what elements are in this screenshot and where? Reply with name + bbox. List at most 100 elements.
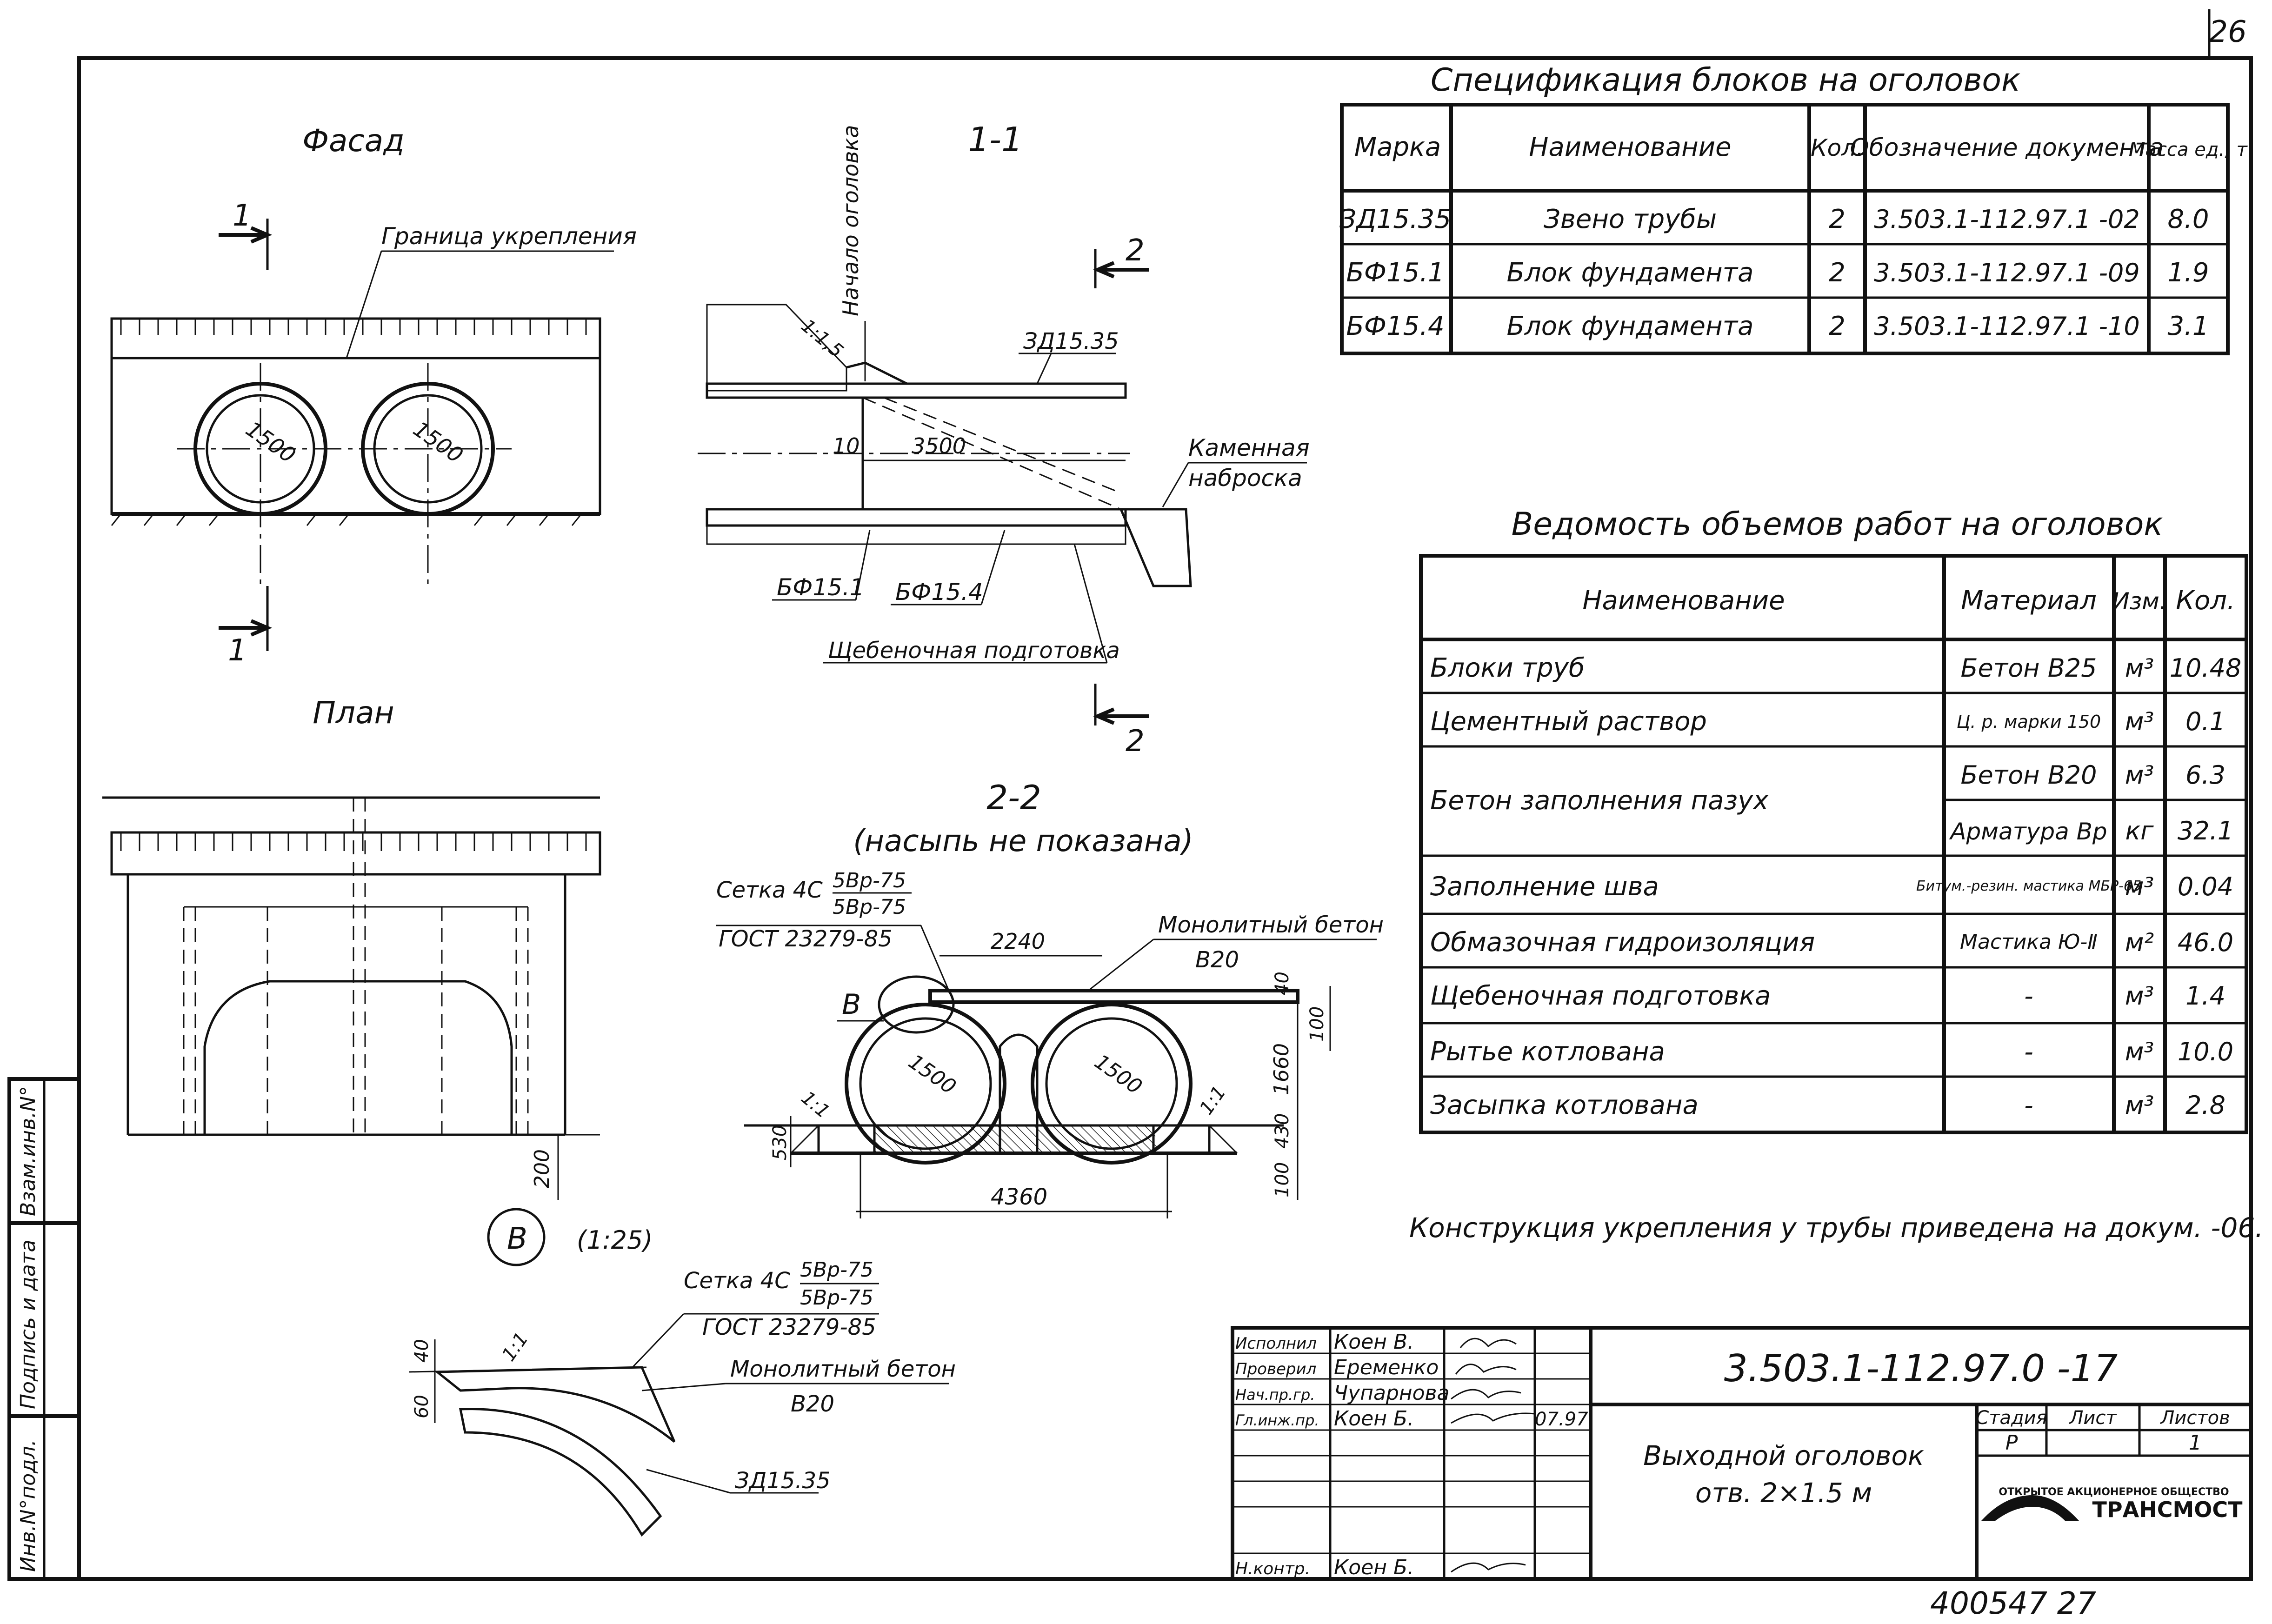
- dim-len: 3500: [912, 433, 966, 459]
- stamp-vzam: Взам.инв.N°: [16, 1086, 40, 1216]
- inventory-number: 400547 27: [1930, 1585, 2096, 1621]
- tb-name-2: Еременко: [1334, 1356, 1439, 1379]
- spec-h-mass: Масса ед., т: [2129, 139, 2248, 160]
- works-r3-name: Бетон заполнения пазух: [1430, 785, 1769, 816]
- works-title: Ведомость объемов работ на оголовок: [1512, 506, 2163, 543]
- works-r5-name: Заполнение шва: [1430, 872, 1659, 902]
- doc-code: 3.503.1-112.97.0 -17: [1724, 1347, 2118, 1390]
- slope-left: 1:1: [797, 1087, 834, 1123]
- detail-dim-40: 40: [411, 1339, 433, 1363]
- start-label: Начало оголовка: [838, 125, 863, 316]
- section-mark-2-bottom: 2: [1126, 724, 1145, 759]
- works-r8-unit: м³: [2125, 1037, 2154, 1066]
- title-block: Исполнил Коен В. Проверил Еременко Нач.п…: [1231, 1326, 2253, 1581]
- facade-pipe-dim-left: 1500: [241, 416, 300, 468]
- signature-1: [1459, 1338, 1517, 1348]
- plan-view: План 200: [102, 695, 601, 1200]
- tb-role-1: Исполнил: [1235, 1334, 1317, 1353]
- mesh-num: 5Вр-75: [833, 869, 906, 892]
- tb-sheets-h: Листов: [2159, 1407, 2230, 1429]
- stone-label-1: Каменная: [1188, 434, 1310, 461]
- signature-2: [1455, 1364, 1517, 1375]
- dim-100-top: 100: [1306, 1006, 1328, 1042]
- section-2-2-pipe-dim-right: 1500: [1090, 1050, 1146, 1099]
- slope-right: 1:1: [1196, 1082, 1231, 1119]
- section-1-1: 1-1 Начало оголовка 1:1,5 Каменная набро…: [698, 120, 1310, 759]
- spec-r1-mass: 8.0: [2167, 204, 2209, 234]
- section-mark-2-top: 2: [1126, 233, 1145, 268]
- spec-r1-name: Звено трубы: [1544, 204, 1717, 234]
- works-r1-mat: Бетон В25: [1961, 653, 2097, 683]
- section-1-1-pipe-mark: ЗД15.35: [1023, 328, 1119, 354]
- signature-3: [1451, 1389, 1521, 1400]
- spec-r1-mark: ЗД15.35: [1339, 204, 1451, 234]
- works-r9-name: Засыпка котлована: [1430, 1090, 1699, 1120]
- dim-40: 40: [1272, 972, 1293, 995]
- works-r2-qty: 0.1: [2185, 707, 2225, 736]
- spec-r1-doc: 3.503.1-112.97.1 -02: [1874, 205, 2139, 234]
- works-r7-unit: м³: [2125, 981, 2154, 1011]
- concrete-label-2: В20: [1195, 947, 1239, 973]
- spec-h-qty: Кол.: [1811, 134, 1864, 161]
- works-r1-qty: 10.48: [2170, 653, 2242, 683]
- sheet-frame: [77, 56, 2253, 1581]
- spec-r2-name: Блок фундамента: [1506, 258, 1753, 288]
- dim-2240: 2240: [991, 929, 1045, 954]
- detail-pipe-mark: ЗД15.35: [735, 1468, 831, 1494]
- detail-concrete-1: Монолитный бетон: [730, 1356, 956, 1382]
- detail-b-callout: В: [507, 1222, 527, 1256]
- stamp-sign: Подпись и дата: [16, 1240, 40, 1409]
- tb-stage-h: Стадия: [1976, 1407, 2047, 1429]
- tb-role-5: Н.контр.: [1235, 1559, 1310, 1578]
- spec-title: Спецификация блоков на оголовок: [1431, 62, 2020, 99]
- plan-title: План: [313, 695, 394, 731]
- works-r4-unit: кг: [2125, 816, 2154, 845]
- works-r7-name: Щебеночная подготовка: [1430, 981, 1771, 1011]
- block-2-label: БФ15.4: [895, 579, 983, 606]
- works-r8-qty: 10.0: [2178, 1037, 2233, 1066]
- callout-v-ring: [878, 975, 955, 1034]
- spec-r3-doc: 3.503.1-112.97.1 -10: [1874, 312, 2139, 341]
- works-r6-mat: Мастика Ю-Ⅱ: [1960, 930, 2098, 954]
- page-number: 26: [2209, 15, 2246, 49]
- works-r8-mat: -: [2024, 1037, 2033, 1066]
- works-r8-name: Рытье котлована: [1430, 1037, 1665, 1067]
- dim-430: 430: [1272, 1113, 1293, 1149]
- tb-name-5: Коен Б.: [1334, 1556, 1414, 1579]
- section-1-1-slope: 1:1,5: [797, 315, 847, 362]
- section-2-2: 2-2 (насыпь не показана) Сетка 4С 5Вр-75…: [716, 778, 1384, 1218]
- tb-sheet-h: Лист: [2068, 1407, 2117, 1429]
- dim-1660: 1660: [1270, 1043, 1293, 1095]
- mesh-label: Сетка 4С: [716, 877, 823, 903]
- tb-role-4: Гл.инж.пр.: [1235, 1411, 1319, 1429]
- section-2-2-title: 2-2: [986, 778, 1041, 817]
- spec-r3-name: Блок фундамента: [1506, 311, 1753, 341]
- works-r9-unit: м³: [2125, 1091, 2154, 1120]
- company-name: ТРАНСМОСТ: [2092, 1497, 2243, 1522]
- works-r9-mat: -: [2024, 1091, 2033, 1120]
- detail-mesh-den: 5Вр-75: [800, 1286, 873, 1310]
- concrete-label-1: Монолитный бетон: [1158, 912, 1384, 938]
- construction-note: Конструкция укрепления у трубы приведена…: [1409, 1212, 2264, 1244]
- works-h-qty: Кол.: [2176, 586, 2235, 616]
- spec-h-name: Наименование: [1529, 132, 1731, 162]
- works-r2-mat: Ц. р. марки 150: [1957, 712, 2101, 732]
- detail-concrete-2: В20: [791, 1391, 834, 1417]
- gravel-label: Щебеночная подготовка: [828, 638, 1120, 664]
- tb-name-4: Коен Б.: [1334, 1407, 1414, 1431]
- works-r7-qty: 1.4: [2185, 981, 2225, 1011]
- facade-view: Фасад 1 Граница укрепления 1500 1500: [110, 123, 637, 668]
- stone-label-2: наброска: [1188, 465, 1302, 492]
- spec-r2-doc: 3.503.1-112.97.1 -09: [1874, 258, 2139, 287]
- works-r6-unit: м²: [2125, 928, 2154, 957]
- dim-100-bottom: 100: [1272, 1162, 1293, 1198]
- works-r1-name: Блоки труб: [1430, 653, 1585, 683]
- works-r9-qty: 2.8: [2185, 1091, 2225, 1120]
- tb-role-2: Проверил: [1235, 1360, 1316, 1378]
- works-r3-qty: 6.3: [2185, 760, 2225, 790]
- signature-5: [1451, 1562, 1526, 1573]
- dim-gap: 10: [833, 433, 860, 459]
- works-r4-mat: Арматура Вр: [1949, 818, 2107, 845]
- works-r4-qty: 32.1: [2178, 816, 2233, 845]
- company-logo-bridge-icon: [1981, 1495, 2079, 1521]
